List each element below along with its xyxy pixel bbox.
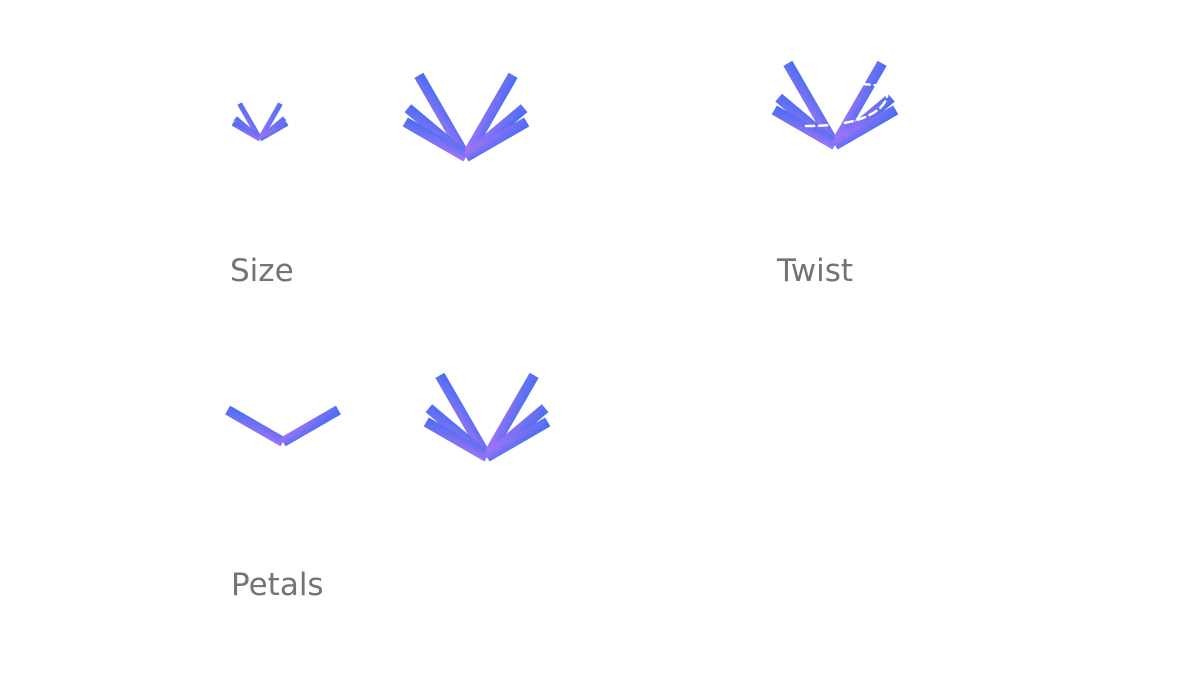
logo-two-petals-icon <box>225 405 341 447</box>
twist-arc-dashed <box>804 82 889 128</box>
logo-large-icon <box>402 72 530 162</box>
logo-small-icon <box>231 102 289 142</box>
petals-label: Petals <box>231 567 324 603</box>
twist-label: Twist <box>777 253 854 289</box>
logo-six-petals-icon <box>423 372 551 462</box>
logo-twist-icon <box>771 60 899 150</box>
size-label: Size <box>230 253 294 289</box>
